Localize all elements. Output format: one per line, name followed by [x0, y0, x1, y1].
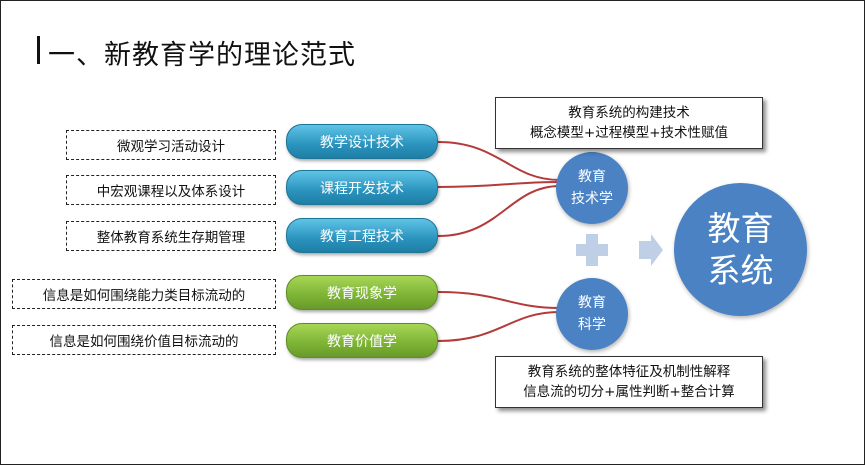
box-lifecycle-management: 整体教育系统生存期管理: [66, 221, 276, 251]
connector-pill-5: [437, 311, 561, 342]
connector-pill-1: [437, 141, 561, 181]
box-value-info-flow: 信息是如何围绕价值目标流动的: [12, 325, 276, 355]
slide-title: 一、新教育学的理论范式: [48, 40, 356, 71]
note-construction-technology: 教育系统的构建技术概念模型+过程模型+技术性赋值: [495, 97, 763, 149]
note-system-explanation: 教育系统的整体特征及机制性解释信息流的切分+属性判断+整合计算: [495, 356, 763, 408]
pill-educational-phenomenology: 教育现象学: [286, 275, 438, 310]
pill-educational-axiology: 教育价值学: [286, 323, 438, 358]
pill-instructional-design: 教学设计技术: [286, 124, 438, 159]
circle-education-science: 教育科学: [556, 278, 628, 350]
box-micro-learning: 微观学习活动设计: [66, 130, 276, 160]
connector-pill-3: [437, 185, 561, 237]
pill-educational-engineering: 教育工程技术: [286, 218, 438, 253]
title-accent-bar: [37, 36, 40, 64]
connector-pill-2: [437, 181, 561, 188]
circle-educational-technology: 教育技术学: [556, 152, 628, 224]
box-ability-info-flow: 信息是如何围绕能力类目标流动的: [12, 279, 276, 309]
circle-education-system: 教育系统: [674, 183, 807, 316]
pill-curriculum-development: 课程开发技术: [286, 170, 438, 205]
connector-pill-4: [437, 291, 561, 309]
arrow-right-icon: [639, 234, 663, 266]
box-curriculum-design: 中宏观课程以及体系设计: [66, 175, 276, 205]
